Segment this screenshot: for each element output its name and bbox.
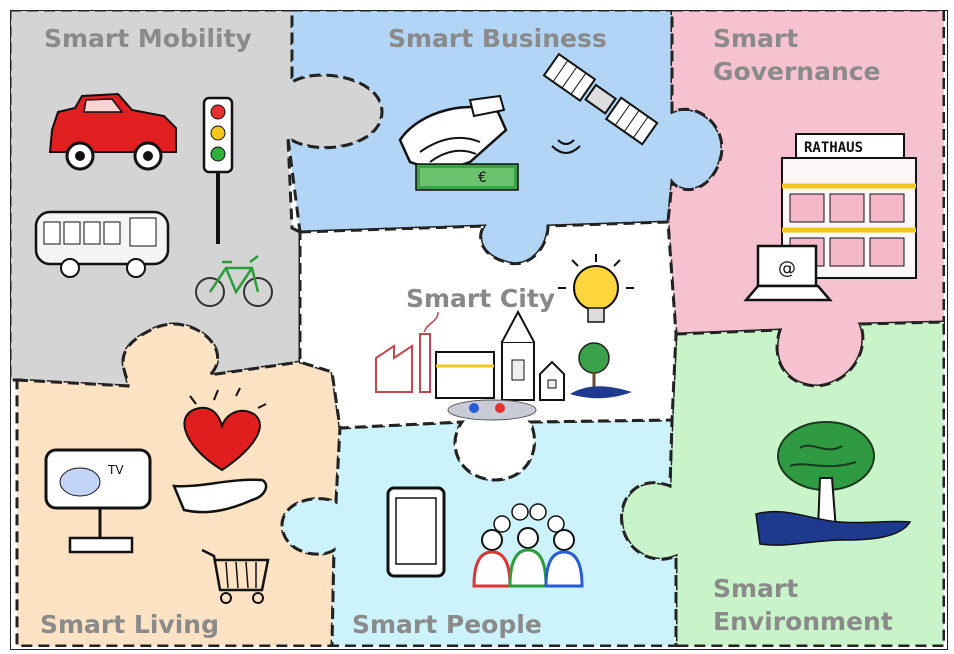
tree-icon bbox=[777, 421, 875, 531]
traffic-light-icon bbox=[202, 96, 234, 244]
tree-river-icon bbox=[570, 342, 632, 399]
river-icon bbox=[755, 510, 912, 546]
tv-icon: TV bbox=[44, 448, 152, 554]
car-icon bbox=[48, 92, 177, 171]
factory-icon bbox=[375, 311, 439, 393]
label-smart-living: Smart Living bbox=[40, 610, 219, 639]
svg-text:TV: TV bbox=[107, 463, 124, 477]
label-smart-governance: Smart Governance bbox=[713, 24, 881, 86]
town-hall-icon: RATHAUS bbox=[781, 133, 917, 279]
handshake-icon bbox=[398, 94, 508, 174]
piece-smart-environment bbox=[620, 320, 945, 647]
heart-in-hand-icon bbox=[172, 387, 268, 514]
label-smart-city: Smart City bbox=[406, 284, 556, 313]
lightbulb-icon bbox=[558, 254, 634, 323]
satellite-icon bbox=[542, 52, 659, 146]
svg-text:@: @ bbox=[778, 258, 796, 279]
label-smart-environment: Smart Environment bbox=[713, 574, 893, 636]
svg-text:€: € bbox=[478, 170, 487, 186]
money-icon: € bbox=[415, 163, 519, 191]
shopping-cart-icon bbox=[201, 548, 270, 604]
label-smart-mobility: Smart Mobility bbox=[44, 24, 252, 53]
laptop-icon: @ bbox=[743, 244, 833, 302]
label-smart-business: Smart Business bbox=[388, 24, 607, 53]
houses-icon bbox=[539, 360, 565, 401]
label-smart-people: Smart People bbox=[352, 610, 542, 639]
bus-icon bbox=[34, 210, 170, 278]
bicycle-icon bbox=[195, 255, 273, 307]
signal-waves-icon bbox=[551, 139, 581, 154]
cars-road-icon bbox=[447, 399, 537, 421]
church-icon bbox=[435, 309, 535, 401]
tablet-icon bbox=[386, 486, 446, 578]
svg-text:RATHAUS: RATHAUS bbox=[804, 140, 863, 156]
people-group-icon bbox=[472, 503, 584, 588]
